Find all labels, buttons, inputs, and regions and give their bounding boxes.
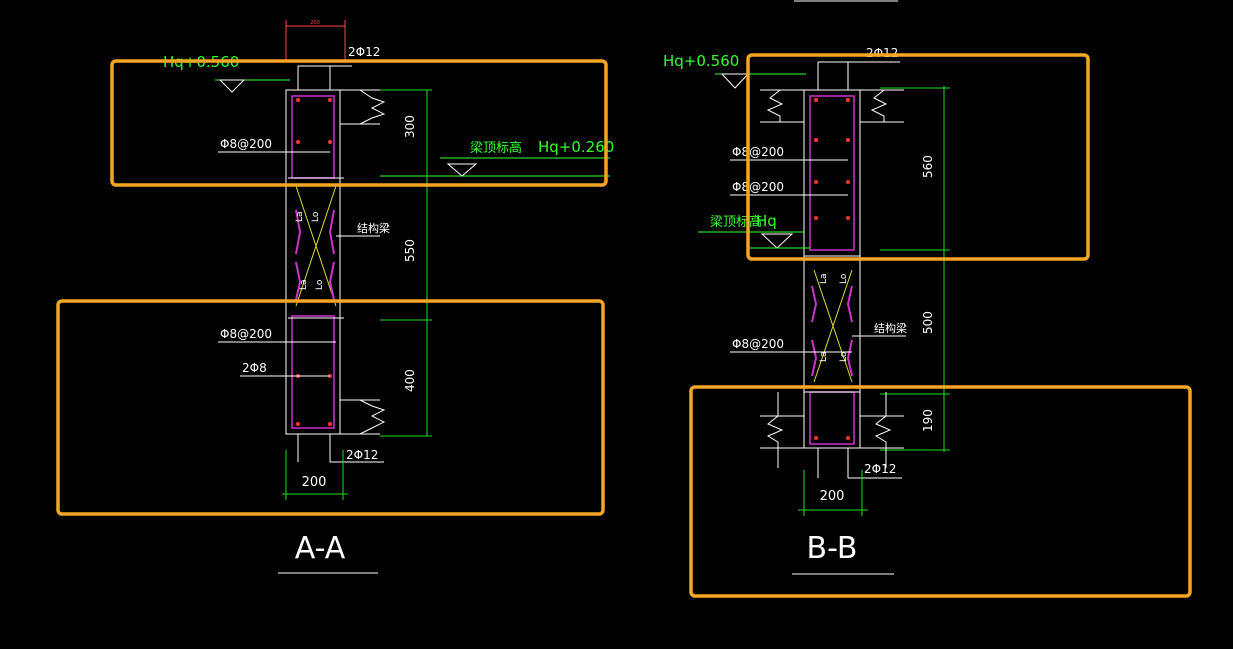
stirrup-bottom-label: Φ8@200 [220,327,272,341]
stirrup-3-label: Φ8@200 [732,337,784,351]
dim-mid-label: 500 [921,311,935,334]
rebar-dot [846,180,850,184]
lap-lo-label: Lo [839,351,849,362]
stirrup-top [809,95,855,251]
dim-mid-label: 550 [403,239,417,262]
highlight-box [746,53,1090,261]
lap-hook [846,285,853,323]
top-elev-label: Hq+0.560 [663,52,739,70]
beam-top-elev-label: Hq [756,212,777,230]
beam-top-triangle [446,163,478,177]
section-a-a: 200 2Φ12 La Lo La Lo [56,20,614,574]
lap-la-label: La [819,273,829,284]
width-dim-label: 200 [820,489,845,504]
stirrup-top [291,95,335,179]
break-line [874,392,892,468]
lap-la-label: La [295,211,305,222]
top-elev-triangle [720,73,750,89]
break-line-bottom [359,399,386,435]
break-line [870,89,888,122]
lap-la-label: La [819,351,829,362]
lap-lo-label: Lo [311,211,321,222]
dim-top-label: 560 [921,155,935,178]
rebar-dot [846,436,850,440]
lap-hook [328,261,335,301]
mid-bar-label: 2Φ8 [242,361,267,375]
dim-bot-label: 190 [921,409,935,432]
top-bar-label: 2Φ12 [866,46,898,60]
dim-bot-label: 400 [403,369,417,392]
rebar-dot [814,98,818,102]
rebar-dot [814,180,818,184]
rebar-dot [296,98,300,102]
lap-hook [846,339,853,377]
section-title: B-B [807,531,858,566]
stirrup-1-label: Φ8@200 [732,145,784,159]
rebar-dot [328,98,332,102]
stirrup-top-label: Φ8@200 [220,137,272,151]
top-mini-dim-label: 200 [310,20,320,26]
stirrup-bottom [291,315,335,429]
bottom-bar-label: 2Φ12 [346,448,378,462]
rebar-dot [846,138,850,142]
lap-cross-line [295,185,337,307]
break-line [766,392,784,468]
rebar-dot [814,436,818,440]
section-b-b: 2Φ12 La Lo La Lo [663,0,1192,598]
lap-lo-label: Lo [839,273,849,284]
beam-outline [803,89,861,449]
beam-top-label: 梁顶标高 [710,214,762,230]
rebar-dot [328,422,332,426]
beam-top-elev-label: Hq+0.260 [538,138,614,156]
rebar-dot [846,98,850,102]
struct-beam-label: 结构梁 [874,321,907,335]
highlight-box [110,59,608,187]
lap-hook [295,261,302,301]
struct-beam-label: 结构梁 [357,221,390,235]
highlight-box [56,299,605,516]
rebar-dot [328,140,332,144]
break-line [766,89,784,122]
rebar-dot [846,216,850,220]
beam-outline [285,89,341,435]
rebar-dot [814,216,818,220]
rebar-dot [814,138,818,142]
stirrup-2-label: Φ8@200 [732,180,784,194]
lap-hook [328,209,335,255]
lap-lo-label: Lo [315,279,325,290]
section-title: A-A [295,531,346,566]
lap-hook [811,339,818,377]
lap-la-label: La [299,279,309,290]
highlight-box [689,385,1192,598]
width-dim-label: 200 [302,475,327,490]
lap-hook [811,285,818,323]
rebar-dot [296,422,300,426]
lap-hook [295,209,302,255]
dim-top-label: 300 [403,115,417,138]
rebar-dot [296,140,300,144]
break-line-top [359,89,386,125]
top-elev-triangle [218,79,246,93]
top-bar-label: 2Φ12 [348,45,380,59]
lap-cross-line [813,269,853,383]
beam-top-triangle [760,233,794,249]
bottom-bar-label: 2Φ12 [864,462,896,476]
beam-top-label: 梁顶标高 [470,140,522,156]
